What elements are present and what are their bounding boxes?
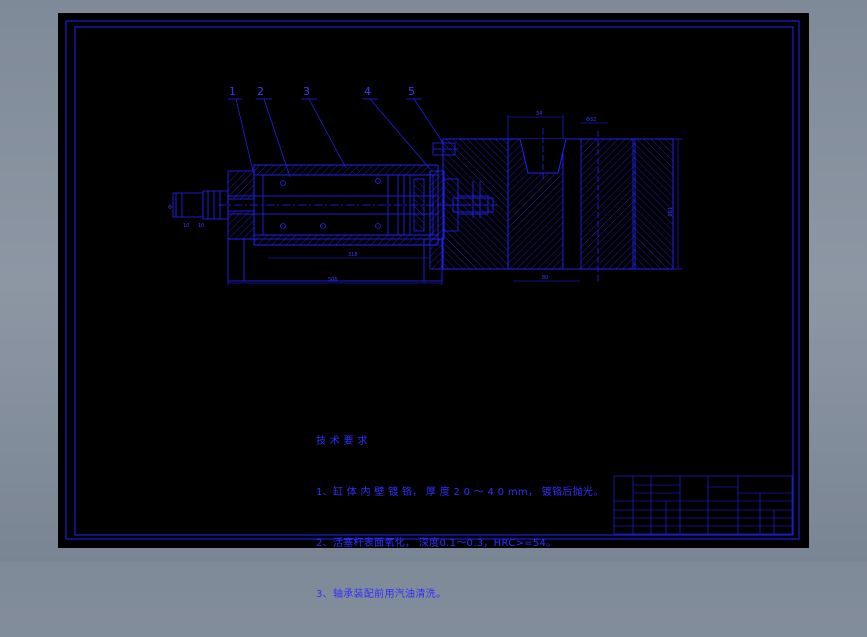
cad-drawing: 506 318 34 Φ32 80 180 Φ 10 10 1 2 3 [65, 20, 800, 540]
workpiece-block [432, 128, 674, 283]
note-item: 1、缸 体 内 壁 镀 铬， 厚 度 2 0 ～ 4 0 mm， 镀铬后抛光。 [316, 487, 604, 498]
svg-text:10: 10 [183, 223, 189, 229]
dimension-texts: 506 318 34 Φ32 80 180 Φ 10 10 [168, 111, 672, 283]
svg-text:506: 506 [328, 277, 338, 283]
svg-text:34: 34 [536, 111, 542, 117]
svg-text:318: 318 [348, 252, 358, 258]
svg-text:Φ32: Φ32 [586, 117, 596, 123]
title-block [613, 475, 793, 535]
svg-text:Φ: Φ [168, 205, 172, 211]
technical-notes: 技 术 要 求 1、缸 体 内 壁 镀 铬， 厚 度 2 0 ～ 4 0 mm，… [316, 399, 604, 637]
part-labels: 1 2 3 4 5 [229, 85, 415, 98]
dimension-lines [175, 115, 683, 285]
note-item: 3、轴承装配前用汽油清洗。 [316, 589, 447, 600]
drawing-viewport[interactable]: 506 318 34 Φ32 80 180 Φ 10 10 1 2 3 [58, 13, 809, 600]
part-label-5: 5 [408, 85, 415, 98]
outer-frame [65, 20, 800, 540]
part-label-4: 4 [364, 85, 371, 98]
inner-frame [74, 26, 794, 536]
svg-text:10: 10 [198, 223, 204, 229]
svg-text:180: 180 [666, 207, 672, 217]
part-label-1: 1 [229, 85, 236, 98]
svg-text:80: 80 [542, 275, 548, 281]
note-item: 2、活塞杆表面氧化， 深度0.1～0.3，HRC>=54。 [316, 538, 557, 549]
notes-heading: 技 术 要 求 [316, 436, 368, 447]
leader-lines [228, 98, 444, 178]
part-label-3: 3 [303, 85, 310, 98]
part-label-2: 2 [257, 85, 264, 98]
